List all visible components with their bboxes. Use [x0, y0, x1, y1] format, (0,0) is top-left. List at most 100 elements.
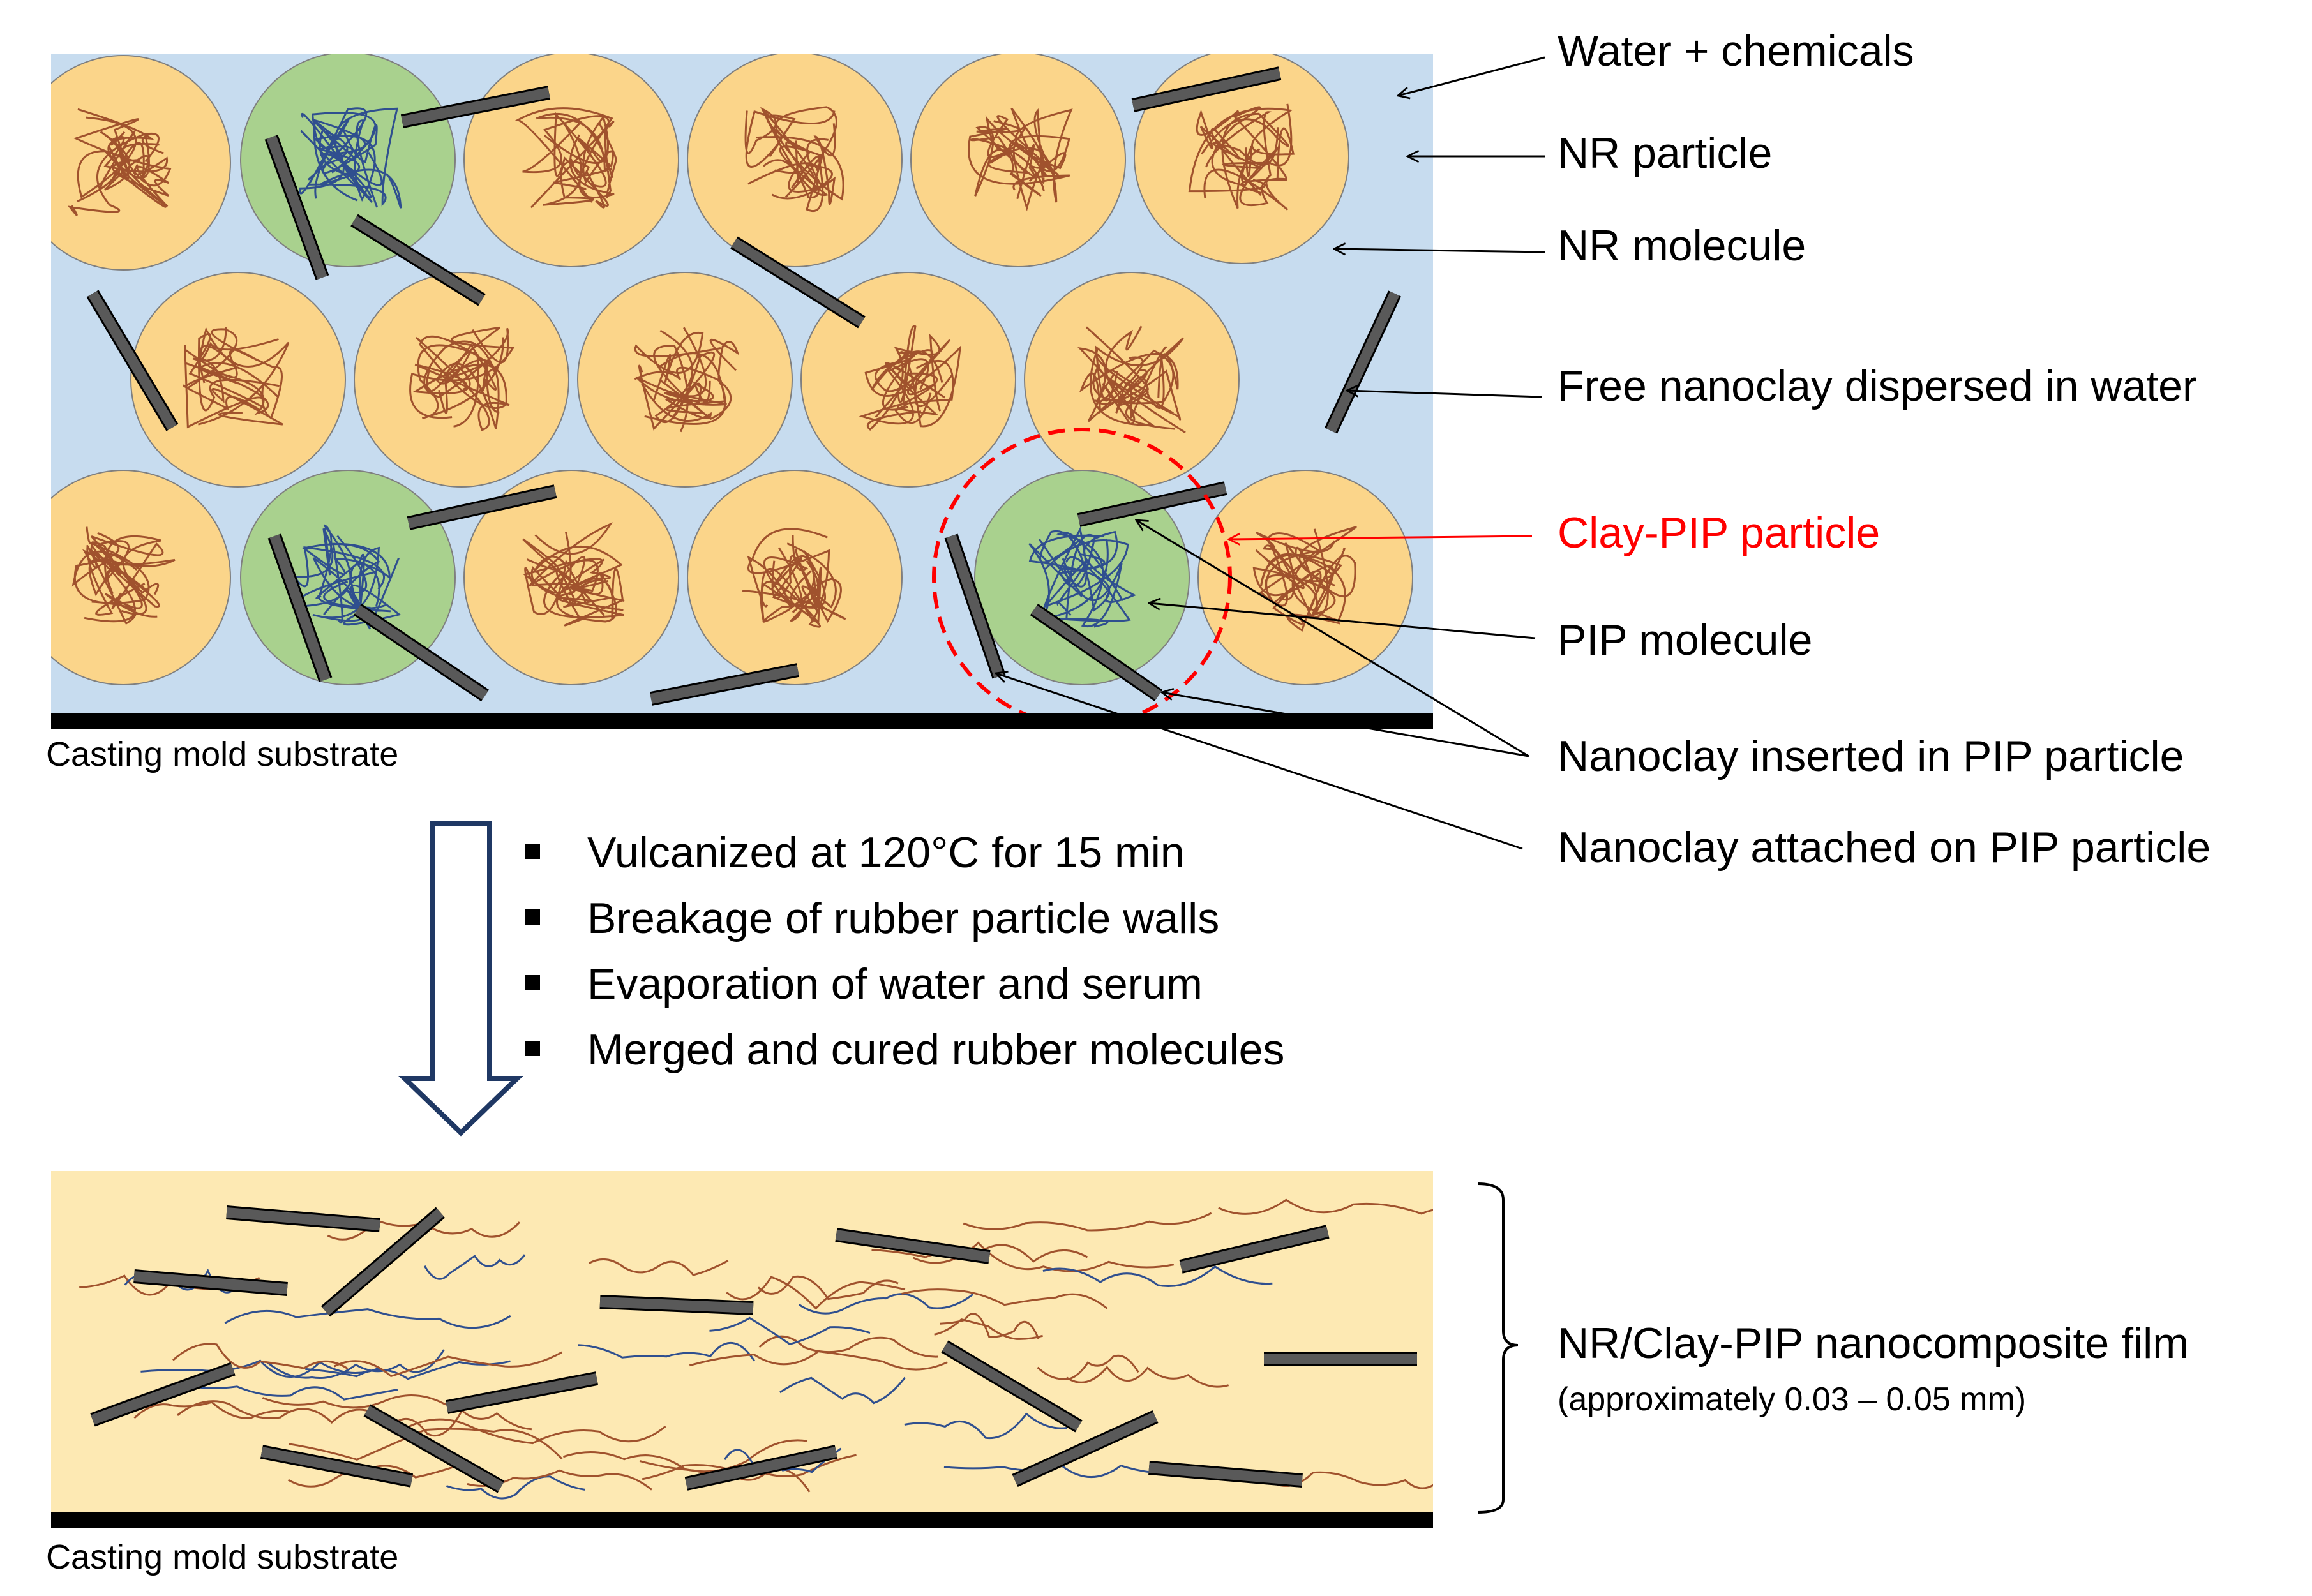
label-film: NR/Clay-PIP nanocomposite film	[1558, 1319, 2189, 1368]
nr-particle	[1024, 272, 1240, 488]
nr-particle	[463, 470, 679, 685]
substrate-label-bottom: Casting mold substrate	[46, 1538, 399, 1576]
nr-particle	[463, 54, 679, 267]
molecule-chain	[723, 1447, 842, 1473]
label-nanoclay-attached: Nanoclay attached on PIP particle	[1558, 823, 2211, 872]
nanoclay-platelet	[407, 486, 557, 528]
molecule-chain	[1077, 325, 1186, 434]
process-step: Vulcanized at 120°C for 15 min	[511, 820, 1284, 886]
label-nr-molecule: NR molecule	[1558, 221, 1806, 270]
nanoclay-platelet	[1132, 68, 1281, 110]
molecule-chain	[578, 1341, 755, 1362]
molecule-chain	[758, 1335, 938, 1358]
molecule-chain	[299, 107, 402, 209]
molecule-chain	[742, 528, 846, 628]
molecule-chain	[399, 1418, 666, 1445]
molecule-chain	[140, 1359, 380, 1378]
nanoclay-platelet	[91, 1364, 235, 1425]
nr-particle	[687, 54, 903, 267]
molecule-chain	[183, 327, 290, 429]
nanoclay-platelet	[351, 216, 485, 304]
nanoclay-platelet	[1148, 1463, 1303, 1486]
nanoclay-platelet	[260, 1447, 413, 1486]
nr-particle	[687, 470, 903, 685]
molecule-chain	[744, 106, 844, 212]
nanoclay-platelets-film	[90, 1205, 1417, 1493]
bullet-icon	[525, 909, 540, 925]
process-step: Merged and cured rubber molecules	[511, 1017, 1284, 1083]
molecule-chain	[709, 1316, 871, 1346]
film-bracket	[1477, 1182, 1519, 1514]
substrate-label-top: Casting mold substrate	[46, 735, 399, 773]
nanoclay-platelet	[835, 1230, 991, 1262]
process-down-arrow	[398, 821, 523, 1137]
nanoclay-platelet	[322, 1208, 444, 1316]
label-nanoclay-inserted: Nanoclay inserted in PIP particle	[1558, 732, 2184, 780]
leader-inserted-b	[1162, 692, 1529, 757]
leader-attached	[996, 673, 1523, 850]
nanoclay-platelet	[266, 135, 327, 280]
nanoclay-platelet	[942, 1342, 1082, 1431]
label-free-nanoclay: Free nanoclay dispersed in water	[1558, 362, 2197, 410]
nanoclay-platelet	[364, 1406, 504, 1491]
nanoclay-platelet	[1077, 483, 1227, 525]
molecule-chain	[1218, 1198, 1433, 1215]
nanoclay-platelet	[401, 87, 550, 126]
bullet-icon	[525, 975, 540, 990]
molecule-chain	[514, 107, 618, 209]
nanoclay-platelet	[88, 290, 177, 431]
label-pip-molecule: PIP molecule	[1558, 616, 1813, 664]
nanoclay-platelets-top	[86, 66, 1401, 706]
nr-particle	[1134, 54, 1349, 264]
molecule-chain	[940, 1313, 1040, 1339]
molecule-chain	[1037, 1354, 1139, 1380]
nanoclay-platelet	[1326, 291, 1400, 433]
leader-nr-molecule	[1334, 249, 1545, 252]
nanoclay-platelet	[226, 1207, 380, 1230]
molecule-chain	[798, 1293, 973, 1315]
nanoclay-platelet	[599, 1297, 754, 1313]
process-steps-list: Vulcanized at 120°C for 15 min Breakage …	[511, 820, 1284, 1083]
nr-particle	[1197, 470, 1413, 685]
molecule-chain	[968, 107, 1073, 212]
leader-inserted-a	[1136, 520, 1529, 757]
nr-particle	[354, 272, 569, 488]
molecule-chain	[588, 1258, 729, 1276]
label-nr-particle: NR particle	[1558, 129, 1773, 177]
nanoclay-platelet	[1180, 1227, 1329, 1272]
leader-lines	[996, 56, 1545, 850]
nanoclay-platelet	[446, 1373, 598, 1412]
nanoclay-platelet	[269, 534, 331, 682]
molecule-chain	[726, 1276, 906, 1310]
molecule-chain	[963, 1212, 1212, 1232]
molecule-chain	[689, 1350, 948, 1371]
nanoclay-platelet	[731, 238, 865, 327]
nr-particle	[130, 272, 346, 488]
process-step: Evaporation of water and serum	[511, 951, 1284, 1017]
latex-particles	[51, 54, 1413, 685]
molecule-chain	[71, 526, 176, 625]
molecule-chain	[172, 1343, 349, 1370]
molecule-chain	[68, 108, 172, 216]
label-water-chemicals: Water + chemicals	[1558, 27, 1914, 75]
nr-particle	[577, 272, 793, 488]
nanoclay-platelet	[354, 605, 488, 700]
molecule-chain	[1065, 1366, 1229, 1388]
molecule-chain	[409, 326, 515, 431]
nanoclay-platelet	[1012, 1412, 1158, 1486]
molecule-chain	[901, 1288, 1108, 1309]
nanoclay-platelet	[685, 1447, 837, 1489]
nr-particle	[51, 55, 231, 271]
nr-particle	[51, 470, 231, 685]
molecule-chain	[934, 1318, 1044, 1340]
leader-free-nanoclay	[1347, 391, 1542, 398]
leader-water-chemicals	[1398, 56, 1545, 96]
molecule-chain	[904, 1412, 1067, 1440]
molecule-chain	[522, 522, 625, 627]
nanoclay-platelet	[1031, 605, 1162, 700]
molecule-chain	[267, 1349, 445, 1379]
process-step: Breakage of rubber particle walls	[511, 886, 1284, 951]
nanoclay-platelet	[946, 534, 1004, 678]
molecule-chain	[779, 1376, 906, 1405]
